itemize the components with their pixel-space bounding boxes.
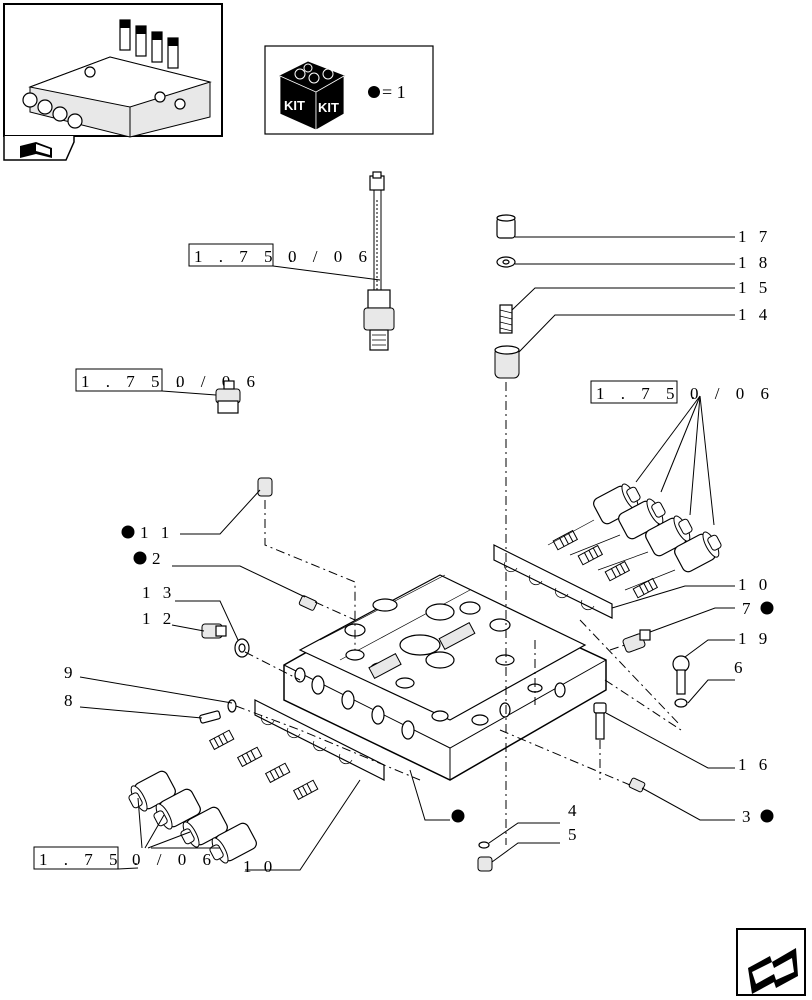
- plug-11: [257, 477, 273, 497]
- screw-8: [199, 710, 221, 724]
- assembly-thumbnail: [3, 3, 223, 161]
- callout-2-dot: [133, 551, 147, 565]
- reference-box-right[interactable]: 1 . 7 5 . 0 / 0 6: [590, 380, 775, 526]
- callout-19: 1 9: [738, 629, 771, 648]
- kit-box-icon: KIT KIT: [278, 61, 346, 131]
- connector-7: [622, 629, 651, 653]
- ref-bottom-suffix: 0 / 0 6: [132, 850, 217, 869]
- ref-top-prefix: 1 . 7 5 .: [194, 247, 299, 266]
- bolt-19: [672, 655, 690, 695]
- gasket-plate-left: [254, 699, 385, 781]
- seal-6: [674, 698, 688, 708]
- kit-label-left: KIT: [284, 98, 305, 113]
- reference-box-bottom[interactable]: 1 . 7 5 . 0 / 0 6: [33, 797, 220, 870]
- callout-18: 1 8: [738, 253, 771, 272]
- solenoid-valves-left: [123, 729, 319, 868]
- callout-17: 1 7: [738, 227, 771, 246]
- small-pressure-sensor: [215, 380, 241, 414]
- callout-9: 9: [64, 663, 77, 682]
- washer-4: [478, 841, 490, 849]
- callout-4: 4: [568, 801, 581, 820]
- bolt-16: [593, 702, 607, 740]
- callout-16: 1 6: [738, 755, 771, 774]
- reference-box-left[interactable]: 1 . 7 5 . 0 / 0 6: [75, 368, 261, 396]
- speed-sensor-with-cable: [363, 171, 395, 351]
- callout-5: 5: [568, 825, 581, 844]
- solenoid-valves-right: [547, 479, 727, 599]
- washer-18: [496, 256, 516, 268]
- kit-label-right: KIT: [318, 100, 339, 115]
- plug-12: [201, 623, 227, 639]
- callout-10-left: 1 0: [243, 857, 276, 876]
- ref-right-suffix: 0 / 0 6: [690, 384, 775, 403]
- callout-6: 6: [734, 658, 747, 677]
- callout-15: 1 5: [738, 278, 771, 297]
- callout-3: 3: [742, 807, 755, 826]
- washer-9: [227, 699, 237, 713]
- callout-11-dot: [121, 525, 135, 539]
- assembly-lines: [235, 382, 682, 845]
- callout-labels: 1 7 1 8 1 5 1 4 1 1 2 1 3 1 2 9 8 1 0 7 …: [64, 227, 774, 876]
- callout-2: 2: [152, 549, 165, 568]
- callout-7-dot: [760, 601, 774, 615]
- ref-bottom-prefix: 1 . 7 5 .: [39, 850, 144, 869]
- reference-box-top[interactable]: 1 . 7 5 . 0 / 0 6: [188, 243, 381, 281]
- ref-top-suffix: 0 / 0 6: [288, 247, 373, 266]
- callout-14: 1 4: [738, 305, 771, 324]
- pin-3: [628, 777, 646, 793]
- seal-13: [234, 638, 250, 658]
- kit-legend-equals: = 1: [382, 82, 406, 102]
- plug-14: [494, 345, 520, 379]
- arrow-next-icon[interactable]: [736, 928, 806, 996]
- callout-7: 7: [742, 599, 755, 618]
- gasket-plate-right: [493, 544, 613, 619]
- callout-8: 8: [64, 691, 77, 710]
- callout-11: 1 1: [140, 523, 173, 542]
- ref-right-prefix: 1 . 7 5 .: [596, 384, 701, 403]
- kit-legend: KIT KIT = 1: [264, 45, 434, 135]
- plug-5: [477, 856, 493, 872]
- callout-13: 1 3: [142, 583, 175, 602]
- book-page-icon[interactable]: [20, 142, 52, 158]
- ref-left-suffix: 0 / 0 6: [176, 372, 261, 391]
- callout-valve-body-dot: [451, 809, 465, 823]
- callout-10-right: 1 0: [738, 575, 771, 594]
- leader-lines: [79, 236, 735, 871]
- cap-screw-17: [496, 214, 516, 239]
- valve-body: [283, 574, 607, 781]
- callout-12: 1 2: [142, 609, 175, 628]
- kit-dot-icon: [368, 86, 380, 98]
- spring-15: [499, 304, 513, 334]
- callout-3-dot: [760, 809, 774, 823]
- pin-2: [298, 595, 318, 611]
- ref-left-prefix: 1 . 7 5 .: [81, 372, 186, 391]
